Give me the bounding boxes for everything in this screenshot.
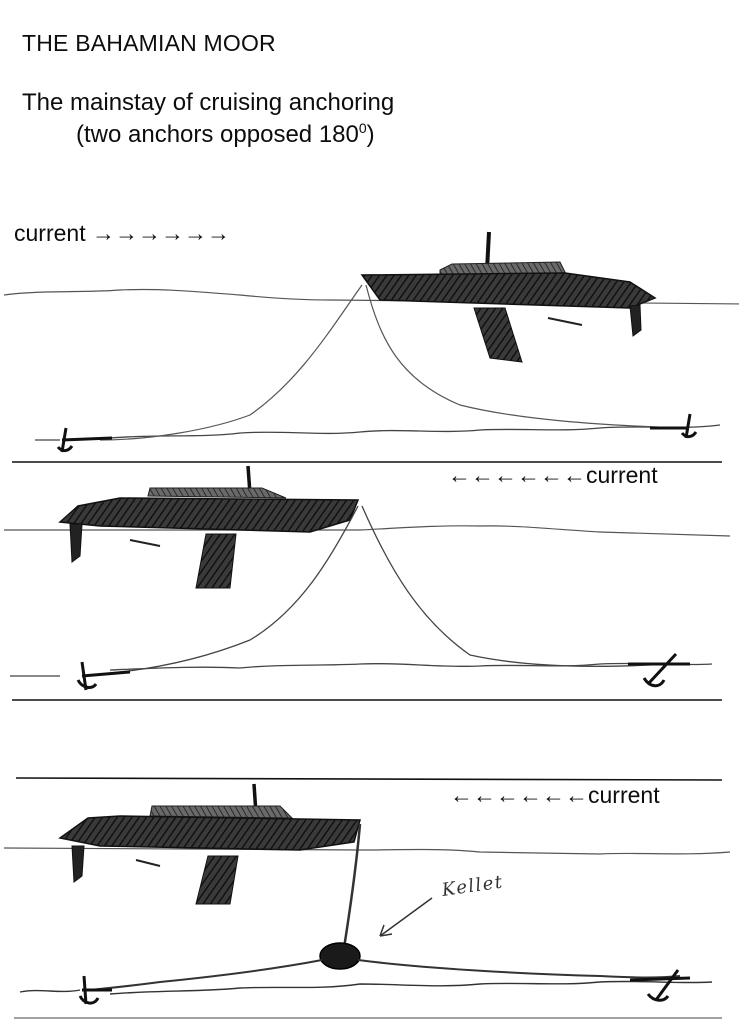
subtitle-line-1: The mainstay of cruising anchoring [22, 89, 395, 116]
anchor-left-3 [78, 975, 112, 1005]
rode-left-3 [89, 959, 323, 991]
rode-right-3 [357, 959, 681, 979]
seabed-3 [19, 980, 713, 995]
anchor-right-3 [629, 969, 691, 1002]
rudder-1 [629, 304, 642, 337]
panel-divider-3 [15, 777, 723, 781]
water-surface-3 [3, 847, 731, 855]
subtitle-line-2: (two anchors opposed 1800) [76, 120, 375, 149]
hull-3 [58, 815, 361, 851]
water-surface-1 [3, 288, 739, 305]
current-text-1: current [14, 220, 86, 246]
anchor-left-2 [76, 661, 131, 691]
cabin-2 [147, 487, 287, 499]
rode-left-2 [99, 505, 359, 675]
subtitle-line-2-text: (two anchors opposed 180 [76, 121, 359, 148]
water-surface-2 [4, 525, 731, 537]
current-label-panel-2: ←←←←←←current [448, 462, 658, 489]
hull-1 [360, 272, 657, 309]
anchor-right-2 [628, 652, 690, 688]
current-text-2: current [586, 462, 658, 488]
keel-2 [195, 533, 237, 589]
prop-shaft-3 [135, 859, 161, 867]
keel-1 [473, 307, 523, 363]
kellet-weight [319, 942, 361, 970]
seabed-2 [10, 662, 713, 677]
current-label-panel-1: current →→→→→→ [14, 220, 230, 247]
rudder-2 [69, 523, 83, 563]
diagram-title: THE BAHAMIAN MOOR [22, 30, 276, 56]
panel-3 [3, 777, 731, 1019]
kellet-arrow [379, 897, 433, 937]
hull-2 [58, 497, 360, 533]
current-text-3: current [588, 782, 660, 808]
keel-3 [195, 855, 239, 905]
degree-superscript: 0 [358, 120, 367, 136]
current-arrows-left-2: ←←←←←← [448, 462, 586, 488]
rode-right-2 [361, 505, 671, 667]
anchor-left-1 [56, 427, 113, 453]
current-arrows-left-3: ←←←←←← [450, 782, 588, 808]
current-label-panel-3: ←←←←←←current [450, 782, 660, 809]
subtitle-line-2-end: ) [366, 121, 375, 148]
panel-2 [4, 465, 731, 701]
seabed-1 [35, 424, 721, 441]
rode-down-3 [342, 823, 362, 949]
current-arrows-right-1: →→→→→→ [91, 220, 230, 246]
boat-1 [360, 231, 657, 363]
anchor-right-1 [650, 413, 698, 439]
rode-right-1 [365, 284, 681, 429]
boat-3 [58, 783, 361, 905]
panel-1 [3, 231, 739, 463]
rudder-3 [71, 845, 85, 883]
boat-2 [58, 465, 360, 589]
rode-left-1 [99, 284, 363, 441]
prop-shaft-1 [547, 317, 583, 326]
prop-shaft-2 [129, 539, 161, 547]
